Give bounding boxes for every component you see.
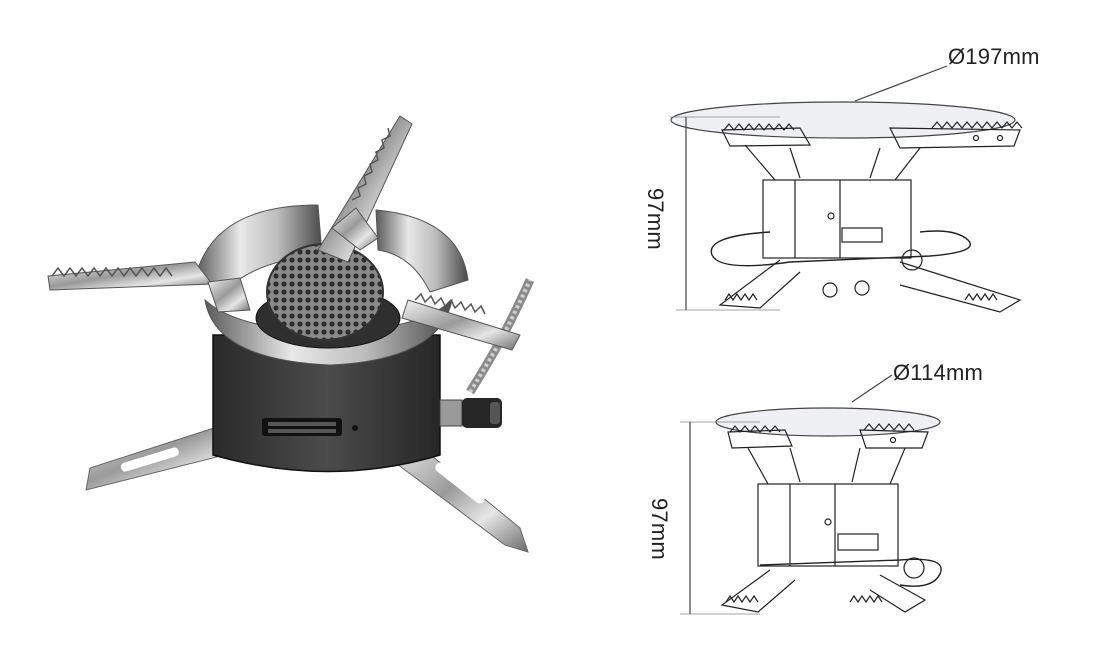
drawn-pot-arm	[889, 127, 1021, 149]
leg-slot	[435, 462, 485, 504]
diameter-leader-small	[851, 374, 893, 403]
pot-outline-large	[670, 101, 1016, 139]
drawn-pot-arm	[859, 429, 929, 449]
pot-support-arm	[401, 299, 521, 351]
drawn-pot-arm	[721, 127, 812, 147]
valve-connector	[439, 399, 463, 427]
dimension-view-small	[680, 374, 942, 615]
pot-support-clip	[331, 207, 379, 251]
pot-support-arm	[47, 261, 213, 291]
windshield-petal	[195, 204, 323, 293]
stove-photo	[47, 115, 535, 553]
drawn-leg	[899, 261, 1022, 313]
stove-body	[212, 334, 441, 473]
diameter-label-large: Ø197mm	[948, 44, 1040, 69]
drawn-stove-body	[762, 179, 912, 259]
diameter-label-small: Ø114mm	[893, 360, 984, 385]
drawn-leg	[720, 569, 796, 613]
diameter-leader-large	[854, 65, 948, 102]
burner-mesh	[266, 243, 384, 341]
height-label-large: 97mm	[643, 188, 668, 250]
drawn-hose	[759, 558, 942, 587]
pot-support-clip	[207, 277, 251, 313]
drawn-leg	[869, 574, 927, 613]
leg-slot	[120, 447, 179, 472]
height-label-small: 97mm	[647, 498, 672, 560]
drawn-pot-arm	[727, 429, 793, 449]
drawn-hose	[710, 230, 971, 267]
body-screw	[352, 425, 358, 431]
windshield-petal	[375, 209, 469, 293]
dimension-view-large	[670, 65, 1023, 313]
drawn-leg	[718, 259, 801, 309]
body-vent	[262, 418, 342, 436]
